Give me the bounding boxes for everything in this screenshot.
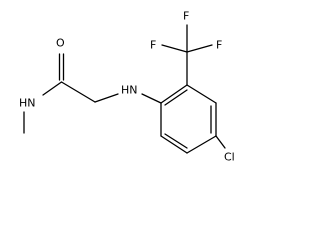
benzene-ring-bonds bbox=[160, 84, 217, 154]
amide-nh-label: HN bbox=[19, 97, 36, 110]
fluorine-right-label: F bbox=[216, 39, 222, 52]
chlorine-label: Cl bbox=[224, 151, 235, 164]
chemical-structure-diagram: O HN HN F F F Cl bbox=[19, 10, 235, 164]
ring-bond-5 bbox=[160, 135, 188, 154]
bond-carbonyl-c-nh bbox=[42, 81, 63, 96]
ring-bond-2 bbox=[186, 84, 217, 104]
ring-bond-1 bbox=[160, 84, 188, 104]
trifluoromethyl-bonds bbox=[161, 24, 213, 86]
amide-fragment-bonds bbox=[23, 53, 119, 134]
bond-c-f-right bbox=[186, 44, 213, 53]
ring-bond-5-inner bbox=[164, 133, 188, 149]
fluorine-top-label: F bbox=[183, 10, 189, 23]
fluorine-left-label: F bbox=[150, 39, 156, 52]
bond-nh-ring bbox=[141, 93, 162, 104]
bond-ring-cl bbox=[215, 135, 226, 149]
ring-bond-1-inner bbox=[164, 89, 188, 106]
bond-carbonyl-c-ch2 bbox=[60, 81, 96, 103]
bond-ch2-nh bbox=[94, 93, 119, 103]
chloro-bond bbox=[215, 135, 226, 149]
amine-ring-bond bbox=[141, 93, 162, 104]
amine-nh-label: HN bbox=[121, 84, 138, 97]
carbonyl-oxygen-label: O bbox=[56, 37, 65, 50]
bond-c-f-left bbox=[161, 44, 188, 53]
ring-bond-4 bbox=[186, 135, 217, 154]
